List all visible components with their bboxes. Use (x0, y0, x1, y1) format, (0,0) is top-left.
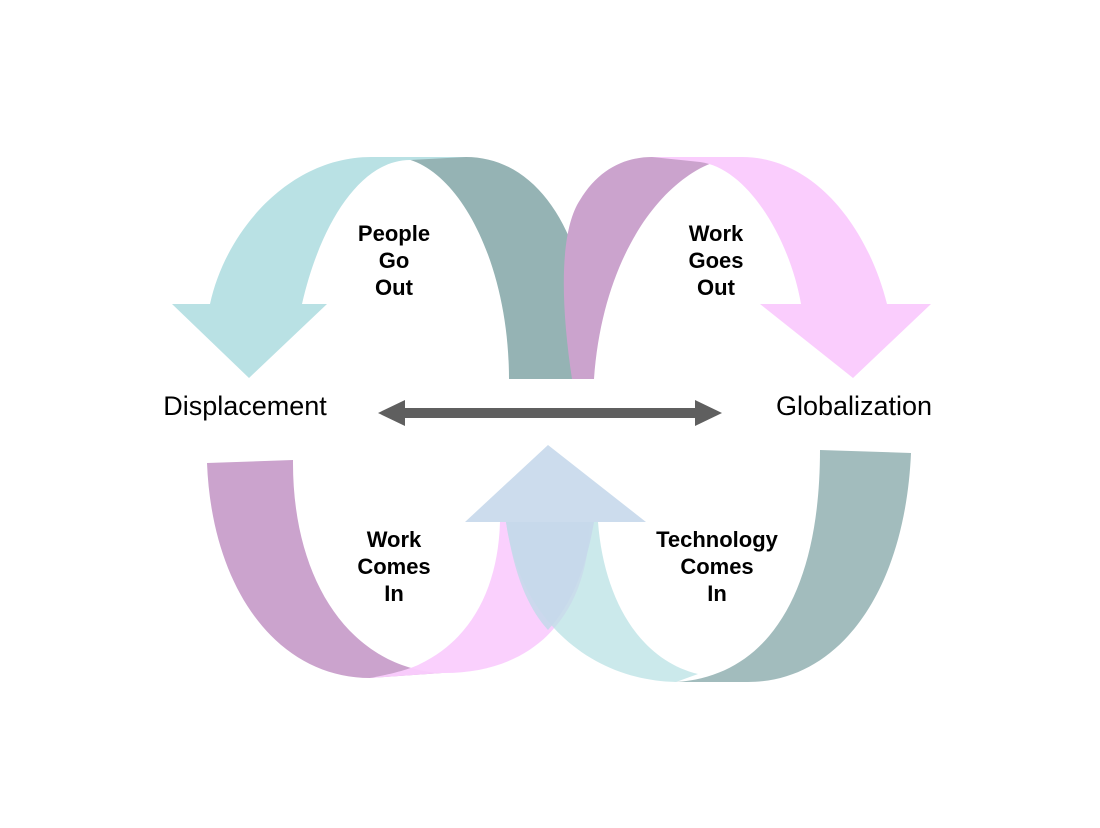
work-comes-in-line-3: In (384, 581, 404, 606)
work-goes-out-arrow-front (652, 157, 931, 378)
technology-comes-in-caption: Technology Comes In (656, 527, 779, 606)
work-comes-in-arrow-back (207, 460, 442, 678)
technology-comes-in-arrow-back (676, 450, 911, 682)
work-goes-out-line-1: Work (689, 221, 744, 246)
center-up-arrowhead (465, 445, 646, 630)
double-headed-connector (378, 400, 722, 426)
people-go-out-line-1: People (358, 221, 430, 246)
people-go-out-arrow (172, 157, 594, 379)
people-go-out-arrow-front (172, 157, 466, 378)
work-comes-in-line-1: Work (367, 527, 422, 552)
connector-shaft (400, 408, 700, 418)
work-goes-out-line-3: Out (697, 275, 736, 300)
work-comes-in-line-2: Comes (357, 554, 430, 579)
people-go-out-line-2: Go (379, 248, 410, 273)
work-goes-out-arrow (563, 157, 931, 379)
work-goes-out-line-2: Goes (688, 248, 743, 273)
connector-right-arrowhead (695, 400, 722, 426)
people-go-out-caption: People Go Out (358, 221, 430, 300)
technology-comes-in-line-3: In (707, 581, 727, 606)
people-go-out-line-3: Out (375, 275, 414, 300)
technology-comes-in-line-1: Technology (656, 527, 779, 552)
technology-comes-in-line-2: Comes (680, 554, 753, 579)
work-goes-out-caption: Work Goes Out (688, 221, 744, 300)
work-goes-out-arrow-back (563, 157, 742, 379)
displacement-label: Displacement (163, 391, 327, 421)
globalization-label: Globalization (776, 391, 932, 421)
people-go-out-arrow-back (371, 157, 594, 379)
connector-left-arrowhead (378, 400, 405, 426)
work-comes-in-caption: Work Comes In (357, 527, 430, 606)
